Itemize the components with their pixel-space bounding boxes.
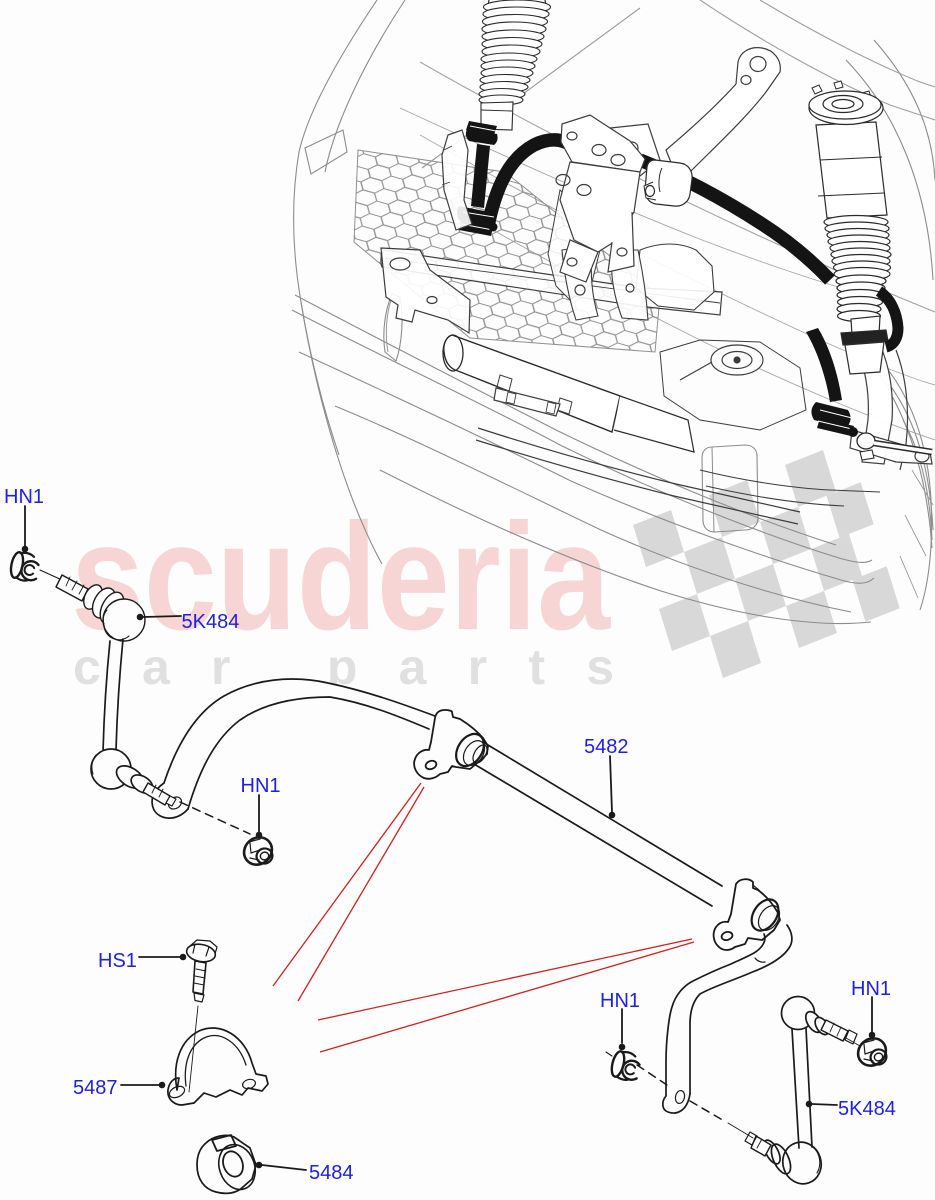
svg-text:scuderia: scuderia	[71, 492, 611, 662]
svg-text:5K484: 5K484	[838, 1098, 896, 1120]
svg-text:5487: 5487	[73, 1077, 118, 1099]
svg-text:HN1: HN1	[4, 486, 44, 508]
svg-text:HN1: HN1	[241, 775, 281, 797]
svg-text:HN1: HN1	[851, 978, 891, 1000]
svg-text:5484: 5484	[309, 1162, 354, 1184]
svg-text:5482: 5482	[584, 736, 629, 758]
svg-text:HN1: HN1	[600, 990, 640, 1012]
svg-text:HS1: HS1	[98, 950, 137, 972]
svg-text:5K484: 5K484	[182, 611, 240, 633]
